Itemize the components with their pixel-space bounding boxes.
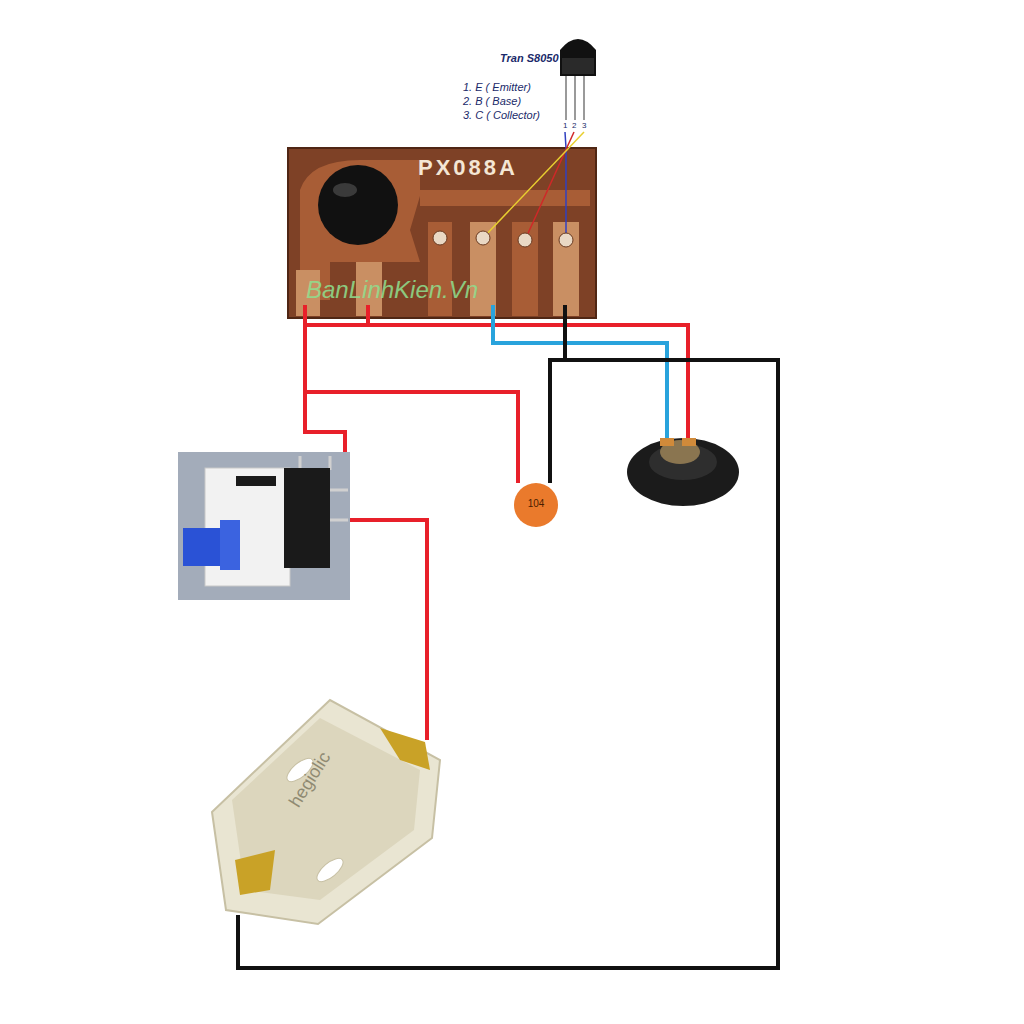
chip-blob <box>318 165 398 245</box>
switch-pin <box>330 519 348 522</box>
pin-description: 2. B ( Base) <box>463 95 521 107</box>
speaker-terminal <box>660 438 674 446</box>
switch-actuator <box>220 520 240 570</box>
transistor-lead <box>574 76 576 120</box>
switch-pin <box>330 489 348 492</box>
battery-holder <box>212 700 440 924</box>
copper-pad <box>553 222 579 316</box>
node-text: PX088A <box>418 156 596 180</box>
switch-actuator <box>183 528 223 566</box>
red-wire <box>350 520 427 740</box>
pcb-hole <box>559 233 573 247</box>
copper-trace <box>512 222 538 316</box>
switch-photo-ground <box>178 452 350 600</box>
transistor-body <box>560 39 596 76</box>
wire-connector <box>550 318 565 483</box>
pcb-hole <box>433 231 447 245</box>
pin-number: 1 <box>563 121 567 130</box>
capacitor-disc: 104 <box>514 483 558 527</box>
transistor-lead <box>583 76 585 120</box>
switch-pin <box>299 456 302 470</box>
pcb-hole <box>476 231 490 245</box>
pin-description: 3. C ( Collector) <box>463 109 540 121</box>
wire-connector <box>569 132 584 148</box>
battery-contact <box>235 850 275 895</box>
pin-description: 1. E ( Emitter) <box>463 81 531 93</box>
holder-slot <box>313 854 347 885</box>
switch-pin <box>329 456 332 470</box>
speaker-terminal <box>682 438 696 446</box>
transistor-lead <box>565 76 567 120</box>
pcb-hole <box>518 233 532 247</box>
pcb-board <box>288 148 596 318</box>
wire-connector <box>305 318 518 483</box>
node-text: 104 <box>514 498 558 509</box>
pin-lead-line <box>565 148 567 240</box>
transistor-face <box>562 58 594 74</box>
pin-lead-line <box>525 148 567 240</box>
switch-body <box>284 468 330 568</box>
wire-connector <box>565 132 566 148</box>
switch-slot <box>236 476 276 486</box>
switch-body <box>205 468 290 586</box>
battery-contact <box>380 728 430 770</box>
blob-highlight <box>333 183 357 197</box>
node-text: Tran S8050 <box>500 52 600 64</box>
pin-number: 2 <box>572 121 576 130</box>
red-wire <box>366 305 370 325</box>
copper-trace <box>420 190 590 206</box>
watermark: BanLinhKien.Vn <box>306 276 478 304</box>
speaker <box>627 438 739 506</box>
pin-number: 3 <box>582 121 586 130</box>
